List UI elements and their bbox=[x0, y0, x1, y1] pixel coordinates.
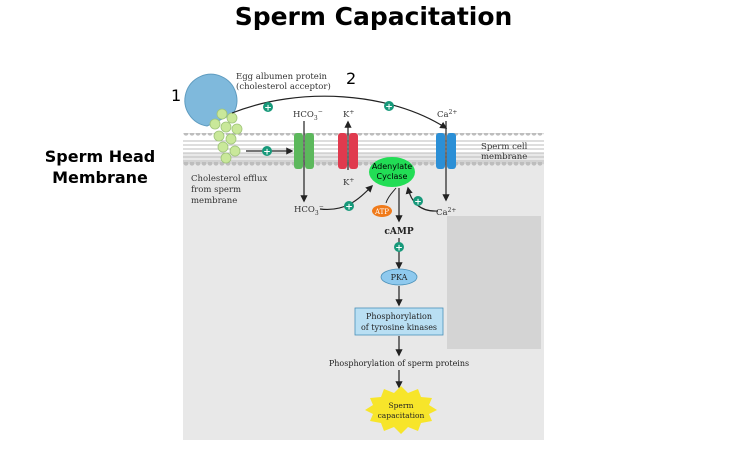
atp-node bbox=[372, 205, 392, 217]
step-number-1: 1 bbox=[171, 86, 182, 105]
phosphorylation-tyrosine-box bbox=[354, 307, 444, 336]
plus-marker-membrane: + bbox=[262, 146, 272, 158]
svg-text:+: + bbox=[263, 148, 271, 158]
side-label-line1: Sperm Head bbox=[44, 147, 156, 166]
page-title: Sperm Capacitation bbox=[234, 2, 513, 31]
ca-top-label: Ca2+ bbox=[437, 109, 457, 120]
plus-marker-bicarbonate: + bbox=[344, 201, 354, 213]
cholesterol-cluster-icon bbox=[209, 108, 243, 164]
bicarbonate-channel bbox=[294, 133, 314, 169]
capacitation-starburst-icon bbox=[365, 386, 437, 434]
hco3-bottom-label: HCO3− bbox=[294, 203, 324, 217]
phos-box-line1: Phosphorylation bbox=[366, 312, 432, 321]
svg-text:+: + bbox=[345, 203, 353, 213]
potassium-channel bbox=[338, 133, 358, 169]
egg-albumen-label-line1: Egg albumen protein bbox=[236, 72, 328, 82]
membrane-label-line1: Sperm cell bbox=[481, 142, 528, 152]
arc-arrow-albumen-to-calcium bbox=[231, 95, 448, 129]
step-number-2-top: 2 bbox=[346, 69, 357, 88]
svg-text:+: + bbox=[264, 104, 272, 114]
plus-marker-top-right: + bbox=[384, 101, 394, 113]
svg-text:+: + bbox=[395, 244, 403, 254]
svg-text:+: + bbox=[385, 103, 393, 113]
plus-marker-camp: + bbox=[394, 242, 404, 254]
membrane-bilayer bbox=[183, 133, 544, 169]
svg-text:+: + bbox=[414, 198, 422, 208]
phos-box-line2: of tyrosine kinases bbox=[361, 323, 437, 332]
plus-marker-top-left: + bbox=[263, 102, 273, 114]
k-bottom-label: K+ bbox=[343, 177, 354, 188]
ca-bottom-label: Ca2+ bbox=[436, 207, 456, 218]
side-label-line2: Membrane bbox=[52, 168, 148, 187]
phos-proteins-label: Phosphorylation of sperm proteins bbox=[329, 359, 469, 368]
adenylate-cyclase-node bbox=[369, 157, 415, 187]
k-top-label: K+ bbox=[343, 109, 354, 120]
efflux-label-line3: membrane bbox=[191, 196, 237, 206]
arrow-atp-to-camp bbox=[385, 187, 397, 204]
egg-albumen-label-line2: (cholesterol acceptor) bbox=[236, 81, 331, 92]
camp-label: cAMP bbox=[384, 227, 413, 237]
atp-label: ATP bbox=[374, 208, 389, 216]
sperm-head-membrane-label: Sperm Head Membrane bbox=[30, 146, 170, 188]
efflux-label-line1: Cholesterol efflux bbox=[191, 174, 268, 184]
plus-marker-calcium: + bbox=[413, 196, 423, 208]
calcium-channel bbox=[436, 133, 456, 169]
capacitation-line1: Sperm bbox=[388, 401, 413, 410]
efflux-label-line2: from sperm bbox=[191, 185, 241, 195]
gray-overlay-box bbox=[447, 216, 541, 349]
membrane-label-line2: membrane bbox=[481, 152, 527, 162]
adenylate-label-line1: Adenylate bbox=[372, 162, 412, 171]
pka-label: PKA bbox=[391, 273, 408, 282]
adenylate-label-line2: Cyclase bbox=[377, 172, 408, 181]
capacitation-line2: capacitation bbox=[378, 411, 425, 420]
hco3-top-label: HCO3− bbox=[293, 108, 323, 122]
pka-node bbox=[380, 268, 418, 286]
